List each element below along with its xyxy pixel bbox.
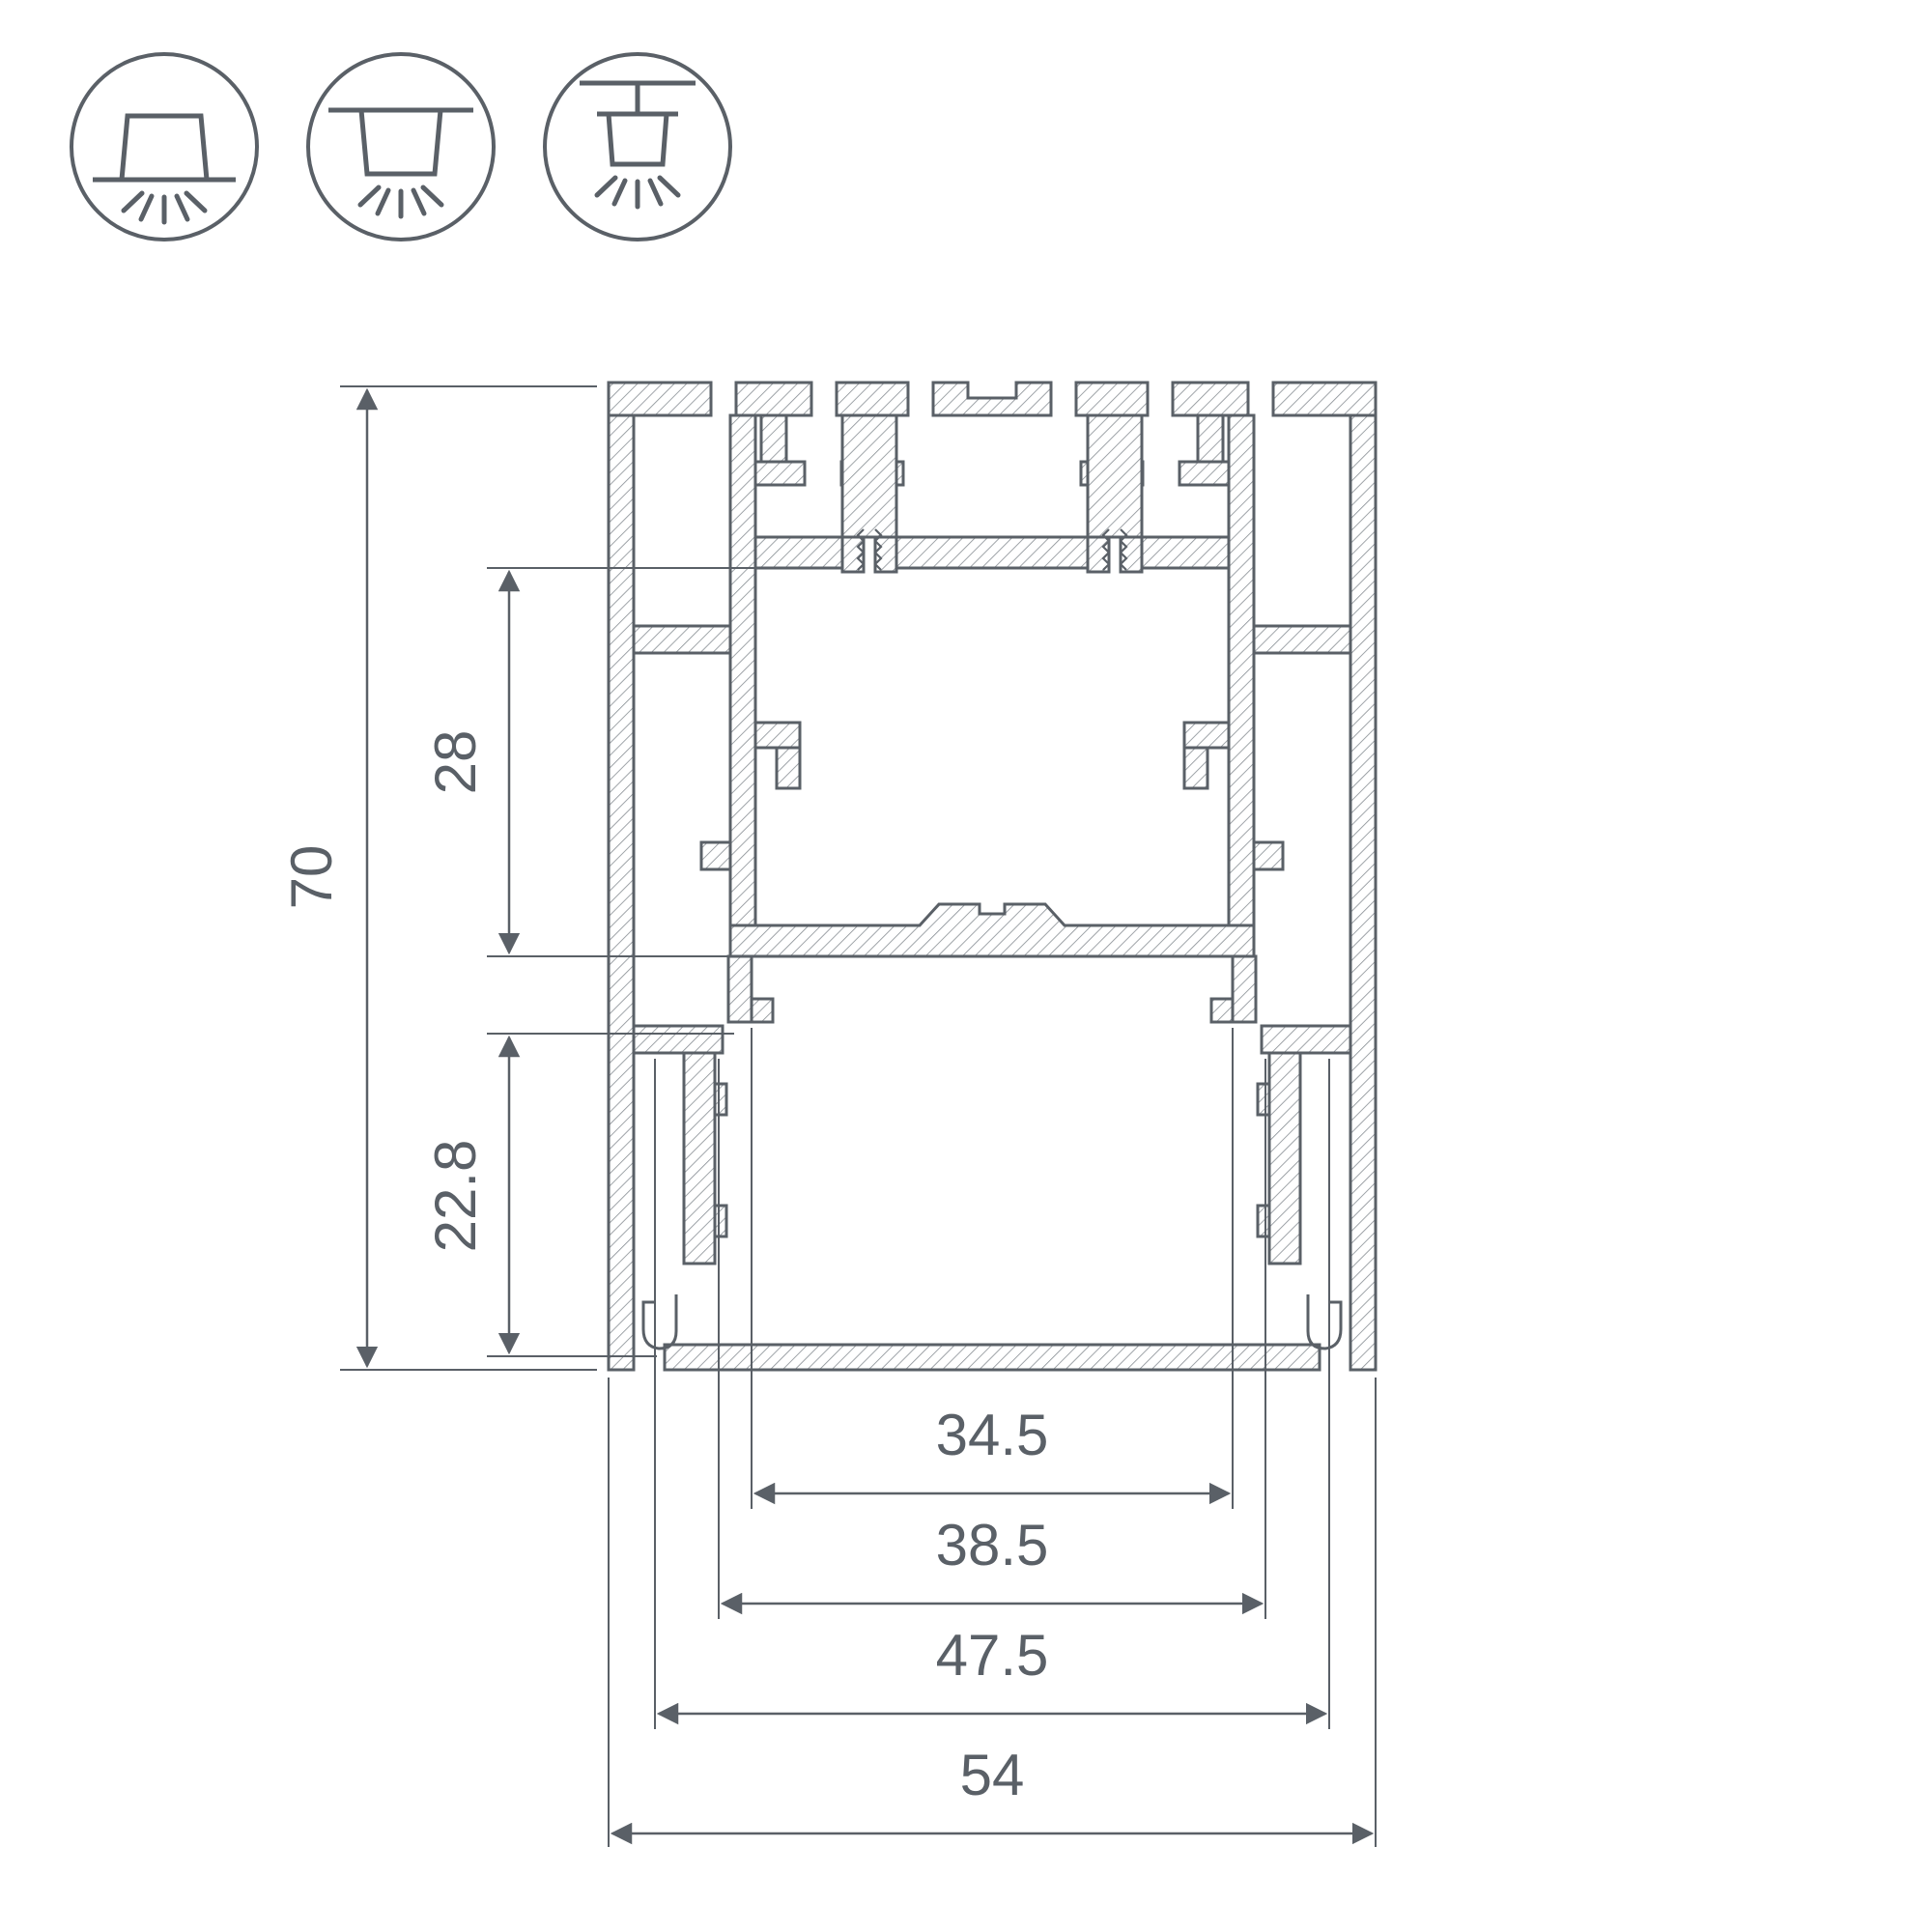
- top-channel-floor: [895, 535, 1090, 570]
- side-rung-right: [1252, 624, 1352, 655]
- top-plate-segment: [607, 381, 713, 417]
- top-channel-floor: [753, 535, 844, 570]
- dimension-label-70: 70: [279, 845, 344, 910]
- mid-clip-left: [775, 746, 802, 790]
- dimension-upper-cavity-height: 28: [423, 567, 916, 957]
- clip-bump-right: [1256, 1082, 1271, 1117]
- dimension-label-28: 28: [423, 730, 488, 795]
- clip-bridge-right: [1260, 1024, 1352, 1055]
- surface-mount-icon: [70, 52, 259, 242]
- clip-bump-left: [713, 1204, 728, 1238]
- bottom-floor: [663, 1343, 1321, 1372]
- side-rung-left: [632, 624, 732, 655]
- bottom-hook-left: [641, 1294, 678, 1350]
- recessed-mount-icon: [306, 52, 496, 242]
- inner-wall-left: [728, 413, 757, 927]
- light-rays: [124, 193, 205, 222]
- dimension-overall-width: 54: [608, 1378, 1377, 1847]
- dimension-lower-cavity-height: 22.8: [423, 1033, 734, 1357]
- screw-boss-left: [840, 413, 898, 539]
- mid-clip-right: [1182, 746, 1209, 790]
- icon-circle: [543, 52, 732, 242]
- light-rays: [360, 187, 441, 216]
- profile-body: [119, 113, 210, 183]
- bottom-hook-right: [1306, 1294, 1343, 1350]
- tooth-stem: [759, 413, 788, 464]
- top-plate-center: [931, 381, 1053, 417]
- clip-bridge-left: [632, 1024, 724, 1055]
- outer-wall-left: [607, 381, 636, 1372]
- clip-bump-left: [713, 1082, 728, 1117]
- icon-circle: [70, 52, 259, 242]
- middle-shelf: [728, 902, 1256, 958]
- top-plate-segment: [835, 381, 910, 417]
- shelf-drop-left: [726, 954, 753, 1024]
- profile-body: [358, 107, 443, 177]
- top-plate-segment: [734, 381, 813, 417]
- shelf-lip-right: [1209, 997, 1235, 1024]
- pendant-mount-icon: [543, 52, 732, 242]
- mid-clip-right: [1182, 721, 1231, 750]
- outer-wall-right: [1349, 381, 1378, 1372]
- mounting-icons: [70, 52, 732, 242]
- dimension-opening-width: 34.5: [751, 1028, 1234, 1509]
- serrations: [856, 528, 1128, 571]
- shelf-lip-left: [750, 997, 775, 1024]
- top-channel-floor: [1140, 535, 1231, 570]
- inner-wall-right: [1227, 413, 1256, 927]
- dimension-label-47-5: 47.5: [936, 1623, 1049, 1688]
- mid-clip-left: [753, 721, 802, 750]
- side-stub-right: [1252, 840, 1285, 871]
- clip-finger-right: [1267, 1051, 1302, 1265]
- dimension-label-34-5: 34.5: [936, 1403, 1049, 1467]
- dimension-channel-width: 47.5: [654, 1059, 1330, 1729]
- dimension-label-22-8: 22.8: [423, 1140, 488, 1253]
- dimension-label-38-5: 38.5: [936, 1513, 1049, 1577]
- clip-bump-right: [1256, 1204, 1271, 1238]
- screw-boss-right: [1086, 413, 1144, 539]
- dimension-overall-height: 70: [279, 385, 597, 1371]
- dimension-inner-width: 38.5: [718, 1059, 1266, 1619]
- side-stub-left: [699, 840, 732, 871]
- top-plate-segment: [1271, 381, 1378, 417]
- profile-body: [606, 111, 669, 167]
- light-rays: [597, 178, 678, 207]
- dimension-label-54: 54: [960, 1743, 1025, 1807]
- profile-cross-section: [607, 381, 1378, 1372]
- clip-finger-left: [682, 1051, 717, 1265]
- shelf-drop-right: [1231, 954, 1258, 1024]
- icon-circle: [306, 52, 496, 242]
- tooth-stem: [1196, 413, 1225, 464]
- top-plate-segment: [1074, 381, 1150, 417]
- top-plate-segment: [1171, 381, 1250, 417]
- dimension-annotations: 70 28 22.8 34.5 38.5: [279, 385, 1377, 1847]
